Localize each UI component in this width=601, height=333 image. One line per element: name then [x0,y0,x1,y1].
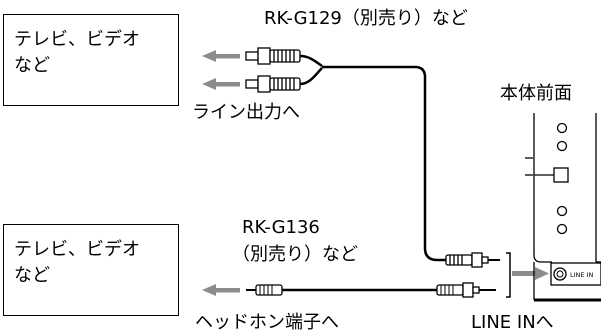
cable-top-label: RK-G129（別売り）など [264,8,468,29]
headphone-label: ヘッドホン端子へ [195,312,339,333]
device-top-line2: など [14,55,50,76]
cable-bottom [246,282,496,298]
panel-button-2 [556,140,568,152]
cable-bottom-label-line1: RK-G136 [242,217,320,238]
device-box-bottom: テレビ、ビデオ など [3,224,179,316]
unit-front-label: 本体前面 [500,83,572,104]
device-bottom-line2: など [14,265,50,286]
cable-bottom-label-line2: （別売り）など [232,244,358,265]
jack-label: LINE IN [570,271,593,279]
unit-front-panel [525,113,601,302]
line-in-jack [550,262,601,286]
panel-button-3 [556,205,568,217]
arrow-left-top-2 [202,78,240,90]
device-box-top: テレビ、ビデオ など [3,14,179,106]
arrow-right-to-jack [512,267,549,280]
panel-button-1 [556,122,568,134]
device-top-line1: テレビ、ビデオ [14,29,140,50]
arrow-left-bottom [202,284,240,296]
panel-switch [534,167,569,183]
panel-button-4 [556,223,568,235]
cable-bracket [506,252,511,298]
stereo-plug-top [445,252,500,268]
arrow-left-top-1 [202,50,240,62]
rca-plug-top-2 [245,75,301,93]
rca-plug-top-1 [245,47,301,65]
device-bottom-line1: テレビ、ビデオ [14,239,140,260]
line-in-label: LINE INへ [471,312,554,333]
cable-top [299,54,446,262]
line-out-label: ライン出力へ [192,102,300,123]
